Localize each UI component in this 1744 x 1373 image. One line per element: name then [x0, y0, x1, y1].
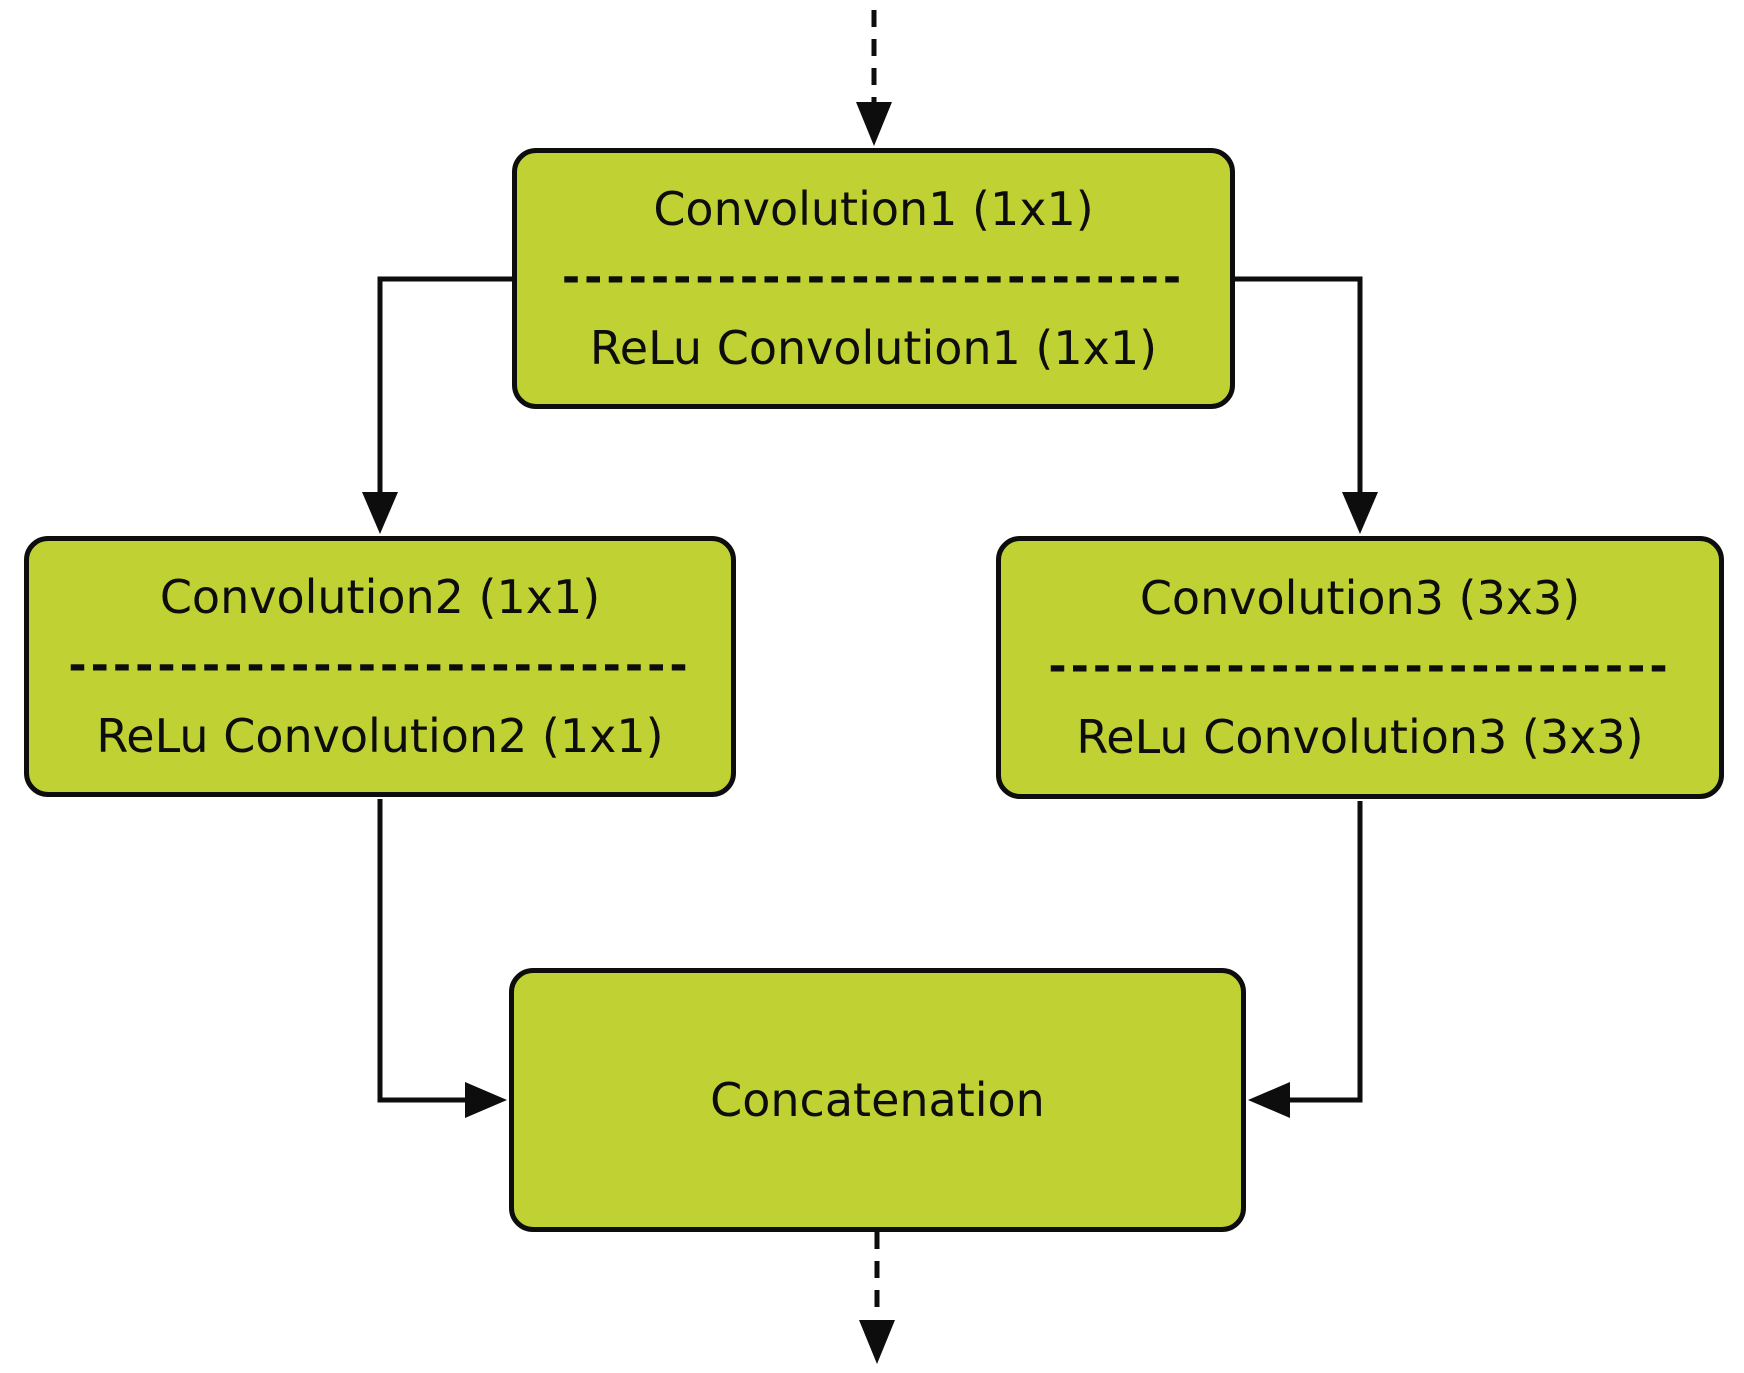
output-arrowhead-icon	[859, 1320, 895, 1364]
edge-conv2-concat	[377, 799, 471, 1103]
node-convolution3-title: Convolution3 (3x3)	[1139, 570, 1581, 625]
edge-conv2-concat-arrowhead-icon	[465, 1082, 507, 1118]
node-convolution3-subtitle: ReLu Convolution3 (3x3)	[1076, 710, 1644, 765]
node-convolution2-separator: ----------------------------	[68, 640, 692, 692]
edge-conv1-conv3-arrowhead-icon	[1342, 492, 1378, 534]
node-convolution1-title: Convolution1 (1x1)	[653, 182, 1094, 237]
node-convolution3-separator: ----------------------------	[1048, 641, 1672, 693]
node-convolution3: Convolution3 (3x3) ---------------------…	[996, 536, 1724, 799]
input-arrowhead-icon	[856, 102, 892, 146]
node-concatenation-title: Concatenation	[710, 1073, 1045, 1127]
node-concatenation: Concatenation	[509, 968, 1246, 1232]
node-convolution1: Convolution1 (1x1) ---------------------…	[512, 148, 1235, 409]
node-convolution1-separator: ----------------------------	[561, 252, 1186, 304]
node-convolution2-title: Convolution2 (1x1)	[159, 570, 601, 625]
node-convolution1-subtitle: ReLu Convolution1 (1x1)	[589, 320, 1158, 375]
edge-conv1-conv2-arrowhead-icon	[362, 492, 398, 534]
edge-conv3-concat	[1284, 801, 1363, 1103]
edge-conv3-concat-arrowhead-icon	[1248, 1082, 1290, 1118]
node-convolution2: Convolution2 (1x1) ---------------------…	[24, 536, 736, 797]
edge-conv1-conv2	[377, 276, 512, 496]
edge-conv1-conv3	[1235, 276, 1363, 496]
node-convolution2-subtitle: ReLu Convolution2 (1x1)	[96, 708, 664, 763]
